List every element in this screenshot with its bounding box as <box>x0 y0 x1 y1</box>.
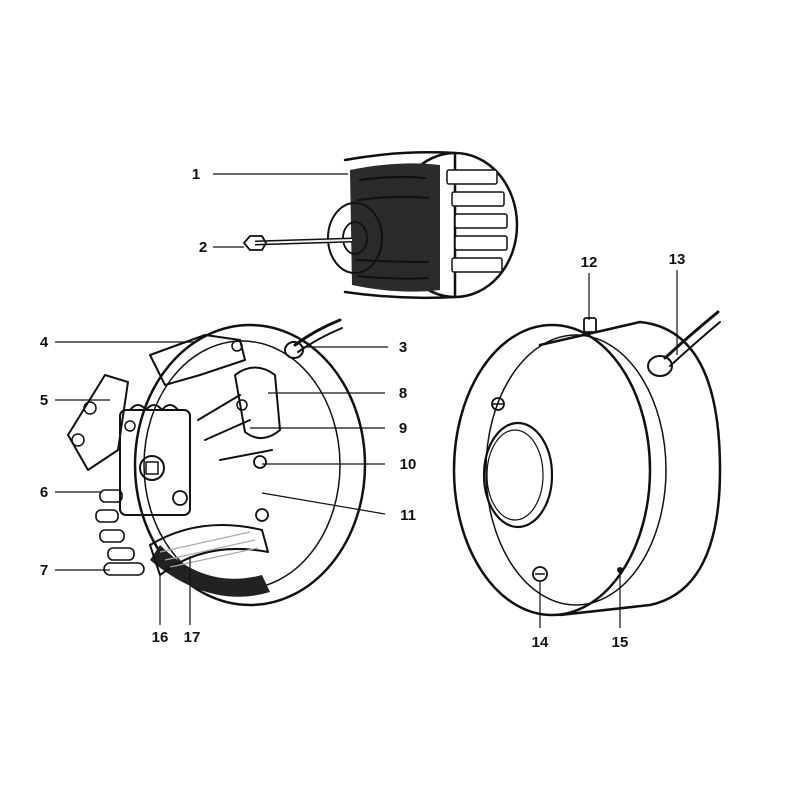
callout-12: 12 <box>581 254 598 271</box>
callout-7: 7 <box>40 562 48 579</box>
leader-lines <box>55 173 678 628</box>
callout-10: 10 <box>400 456 417 473</box>
callout-9: 9 <box>399 420 407 437</box>
callout-4: 4 <box>40 334 49 351</box>
callout-8: 8 <box>399 385 407 402</box>
callout-16: 16 <box>152 629 169 646</box>
callout-labels: 1 2 3 4 5 6 7 8 9 10 11 12 13 14 15 16 1… <box>40 166 686 651</box>
callout-5: 5 <box>40 392 48 409</box>
armature-rotor <box>327 151 519 300</box>
callout-17: 17 <box>184 629 201 646</box>
commutator-end-plate <box>67 318 367 607</box>
callout-13: 13 <box>669 251 686 268</box>
callout-3: 3 <box>399 339 407 356</box>
callout-6: 6 <box>40 484 48 501</box>
callout-2: 2 <box>199 239 207 256</box>
armature-shaft-bolt <box>243 235 353 251</box>
callout-15: 15 <box>612 634 629 651</box>
callout-11: 11 <box>400 507 416 524</box>
housing-yoke <box>452 310 722 617</box>
callout-14: 14 <box>532 634 549 651</box>
callout-1: 1 <box>192 166 200 183</box>
